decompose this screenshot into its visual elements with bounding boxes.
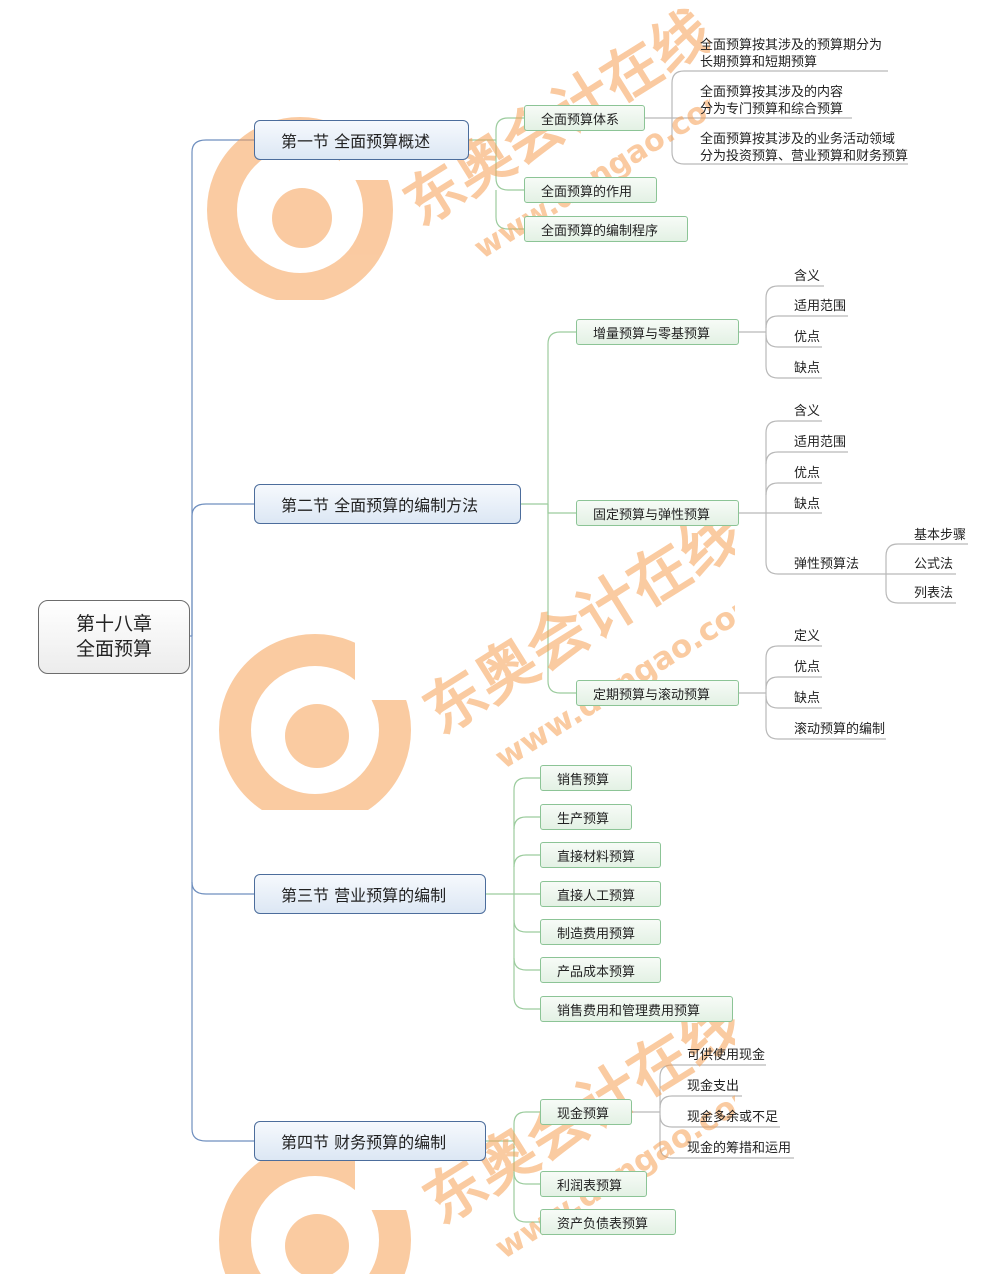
sales-budget-label: 销售预算: [557, 772, 610, 788]
incremental-zero-node[interactable]: 增量预算与零基预算: [576, 319, 739, 345]
incremental-item-meaning[interactable]: 含义: [794, 269, 821, 284]
fixed-flexible-node[interactable]: 固定预算与弹性预算: [576, 500, 739, 526]
fixed-item-meaning[interactable]: 含义: [794, 404, 821, 419]
flexible-method-node[interactable]: 弹性预算法: [794, 557, 860, 572]
system-detail-2-line2: 分为专门预算和综合预算: [700, 102, 844, 117]
system-detail-1-line1: 全面预算按其涉及的预算期分为: [700, 38, 883, 53]
periodic-rolling-node[interactable]: 定期预算与滚动预算: [576, 680, 739, 706]
root-title-line2: 全面预算: [75, 638, 152, 660]
fixed-flexible-label: 固定预算与弹性预算: [593, 507, 711, 523]
root-node[interactable]: 第十八章 全面预算: [38, 600, 190, 674]
system-detail-3-line2: 分为投资预算、营业预算和财务预算: [700, 149, 909, 164]
budget-procedure-node[interactable]: 全面预算的编制程序: [524, 216, 688, 242]
direct-material-budget-label: 直接材料预算: [557, 849, 636, 865]
section-2-node[interactable]: 第二节 全面预算的编制方法: [254, 484, 521, 524]
selling-admin-budget-label: 销售费用和管理费用预算: [557, 1003, 701, 1019]
fixed-item-advantages[interactable]: 优点: [794, 466, 821, 481]
budget-role-node[interactable]: 全面预算的作用: [524, 177, 657, 203]
section-4-node[interactable]: 第四节 财务预算的编制: [254, 1121, 486, 1161]
section-1-title: 第一节 全面预算概述: [281, 132, 431, 151]
fixed-item-scope[interactable]: 适用范围: [794, 435, 847, 450]
balance-sheet-budget-node[interactable]: 资产负债表预算: [540, 1209, 676, 1235]
balance-sheet-budget-label: 资产负债表预算: [557, 1216, 649, 1232]
system-detail-1[interactable]: 全面预算按其涉及的预算期分为 长期预算和短期预算: [700, 37, 882, 71]
flexible-list-method[interactable]: 列表法: [914, 586, 954, 601]
section-1-node[interactable]: 第一节 全面预算概述: [254, 120, 469, 160]
section-4-title: 第四节 财务预算的编制: [281, 1133, 447, 1152]
production-budget-node[interactable]: 生产预算: [540, 804, 632, 830]
periodic-rolling-label: 定期预算与滚动预算: [593, 687, 711, 703]
section-2-title: 第二节 全面预算的编制方法: [281, 496, 479, 515]
section-3-node[interactable]: 第三节 营业预算的编制: [254, 874, 486, 914]
income-statement-budget-node[interactable]: 利润表预算: [540, 1171, 647, 1197]
selling-admin-budget-node[interactable]: 销售费用和管理费用预算: [540, 996, 733, 1022]
rolling-item-compilation[interactable]: 滚动预算的编制: [794, 722, 886, 737]
flexible-formula-method[interactable]: 公式法: [914, 557, 954, 572]
cash-budget-label: 现金预算: [557, 1106, 610, 1122]
cash-item-available[interactable]: 可供使用现金: [687, 1048, 766, 1063]
section-3-title: 第三节 营业预算的编制: [281, 886, 447, 905]
system-detail-2[interactable]: 全面预算按其涉及的内容 分为专门预算和综合预算: [700, 84, 843, 118]
budget-procedure-label: 全面预算的编制程序: [541, 223, 659, 239]
incremental-item-advantages[interactable]: 优点: [794, 330, 821, 345]
rolling-item-advantages[interactable]: 优点: [794, 660, 821, 675]
rolling-item-definition[interactable]: 定义: [794, 629, 821, 644]
flexible-basic-steps[interactable]: 基本步骤: [914, 528, 967, 543]
cash-item-financing[interactable]: 现金的筹措和运用: [687, 1141, 792, 1156]
direct-material-budget-node[interactable]: 直接材料预算: [540, 842, 661, 868]
product-cost-budget-label: 产品成本预算: [557, 964, 636, 980]
fixed-item-disadvantages[interactable]: 缺点: [794, 497, 821, 512]
system-detail-3-line1: 全面预算按其涉及的业务活动领域: [700, 132, 896, 147]
overhead-budget-node[interactable]: 制造费用预算: [540, 919, 661, 945]
incremental-item-disadvantages[interactable]: 缺点: [794, 361, 821, 376]
budget-system-node[interactable]: 全面预算体系: [524, 105, 645, 131]
direct-labor-budget-label: 直接人工预算: [557, 888, 636, 904]
incremental-item-scope[interactable]: 适用范围: [794, 299, 847, 314]
rolling-item-disadvantages[interactable]: 缺点: [794, 691, 821, 706]
budget-system-label: 全面预算体系: [541, 112, 620, 128]
system-detail-2-line1: 全面预算按其涉及的内容: [700, 85, 844, 100]
cash-item-expenditure[interactable]: 现金支出: [687, 1079, 740, 1094]
root-title-line1: 第十八章: [75, 613, 152, 635]
direct-labor-budget-node[interactable]: 直接人工预算: [540, 881, 661, 907]
cash-budget-node[interactable]: 现金预算: [540, 1099, 632, 1125]
system-detail-3[interactable]: 全面预算按其涉及的业务活动领域 分为投资预算、营业预算和财务预算: [700, 131, 908, 165]
budget-role-label: 全面预算的作用: [541, 184, 633, 200]
product-cost-budget-node[interactable]: 产品成本预算: [540, 957, 661, 983]
system-detail-1-line2: 长期预算和短期预算: [700, 55, 818, 70]
income-statement-budget-label: 利润表预算: [557, 1178, 623, 1194]
cash-item-surplus-deficit[interactable]: 现金多余或不足: [687, 1110, 779, 1125]
incremental-zero-label: 增量预算与零基预算: [593, 326, 711, 342]
overhead-budget-label: 制造费用预算: [557, 926, 636, 942]
sales-budget-node[interactable]: 销售预算: [540, 765, 632, 791]
production-budget-label: 生产预算: [557, 811, 610, 827]
